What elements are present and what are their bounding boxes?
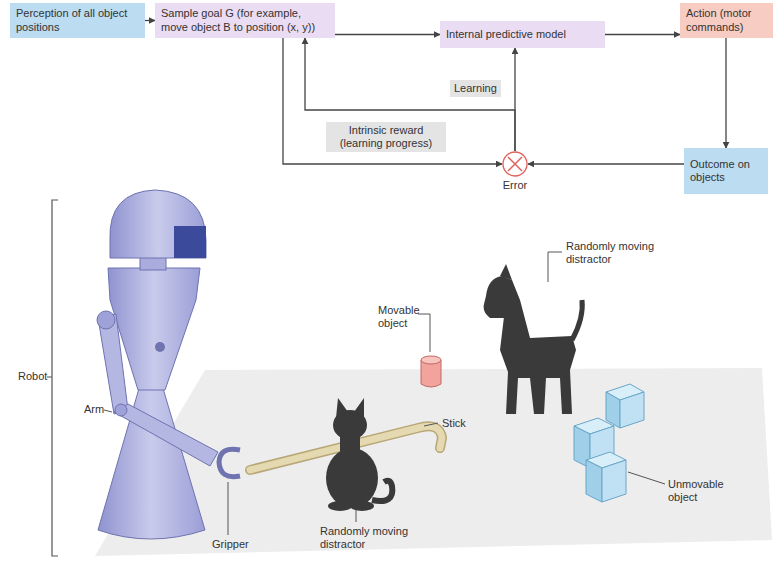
process-box: Internal predictive model xyxy=(440,21,605,48)
node-text: Internal predictive model xyxy=(446,28,599,41)
part-label: Randomly moving distractor xyxy=(566,240,661,266)
part-label: Arm xyxy=(84,403,104,416)
input-box: Perception of all object positions xyxy=(10,3,145,38)
flow-arrow xyxy=(145,20,155,21)
part-label: Movable object xyxy=(378,304,418,330)
part-label: Stick xyxy=(442,417,466,430)
gripper-symbol xyxy=(219,449,240,477)
robot-bracket xyxy=(47,200,58,556)
part-label: Unmovable object xyxy=(668,478,748,504)
leader-lines xyxy=(104,252,665,535)
outcome-box: Outcome on objects xyxy=(684,148,768,194)
edge-label: Learning xyxy=(450,80,501,97)
flow-arrow xyxy=(283,38,502,164)
robot-head xyxy=(110,190,206,258)
edge-label: Intrinsic reward (learning progress) xyxy=(326,122,446,152)
robot-forearm xyxy=(114,404,218,466)
part-label: Gripper xyxy=(212,538,249,551)
movable-object-top xyxy=(421,356,441,364)
floor xyxy=(95,368,772,556)
flow-arrow xyxy=(528,163,684,164)
unmovable-cubes xyxy=(574,384,644,502)
process-box: Sample goal G (for example, move object … xyxy=(155,3,335,38)
flow-arrow xyxy=(514,48,515,151)
flow-arrow xyxy=(725,38,726,148)
node-text: Error xyxy=(492,179,538,192)
node-text: Sample goal G (for example, move object … xyxy=(161,7,329,33)
robot-shoulder xyxy=(97,311,115,329)
dog-silhouette xyxy=(484,264,583,414)
node-text: Action (motor commands) xyxy=(686,7,767,33)
robot-visor xyxy=(174,226,206,258)
cat-silhouette xyxy=(326,398,392,511)
error-circle xyxy=(502,151,528,177)
robot-joint xyxy=(155,342,165,352)
node-text: Outcome on objects xyxy=(690,158,762,184)
part-label: Robot xyxy=(18,370,47,383)
robot-upper-arm xyxy=(98,314,128,414)
error-node: Error xyxy=(492,151,538,192)
action-box: Action (motor commands) xyxy=(680,3,773,38)
flow-arrow xyxy=(605,34,680,35)
flow-arrow xyxy=(335,34,440,35)
node-text: Perception of all object positions xyxy=(16,7,139,33)
part-label: Randomly moving distractor xyxy=(320,525,415,551)
robot-elbow xyxy=(115,404,127,416)
